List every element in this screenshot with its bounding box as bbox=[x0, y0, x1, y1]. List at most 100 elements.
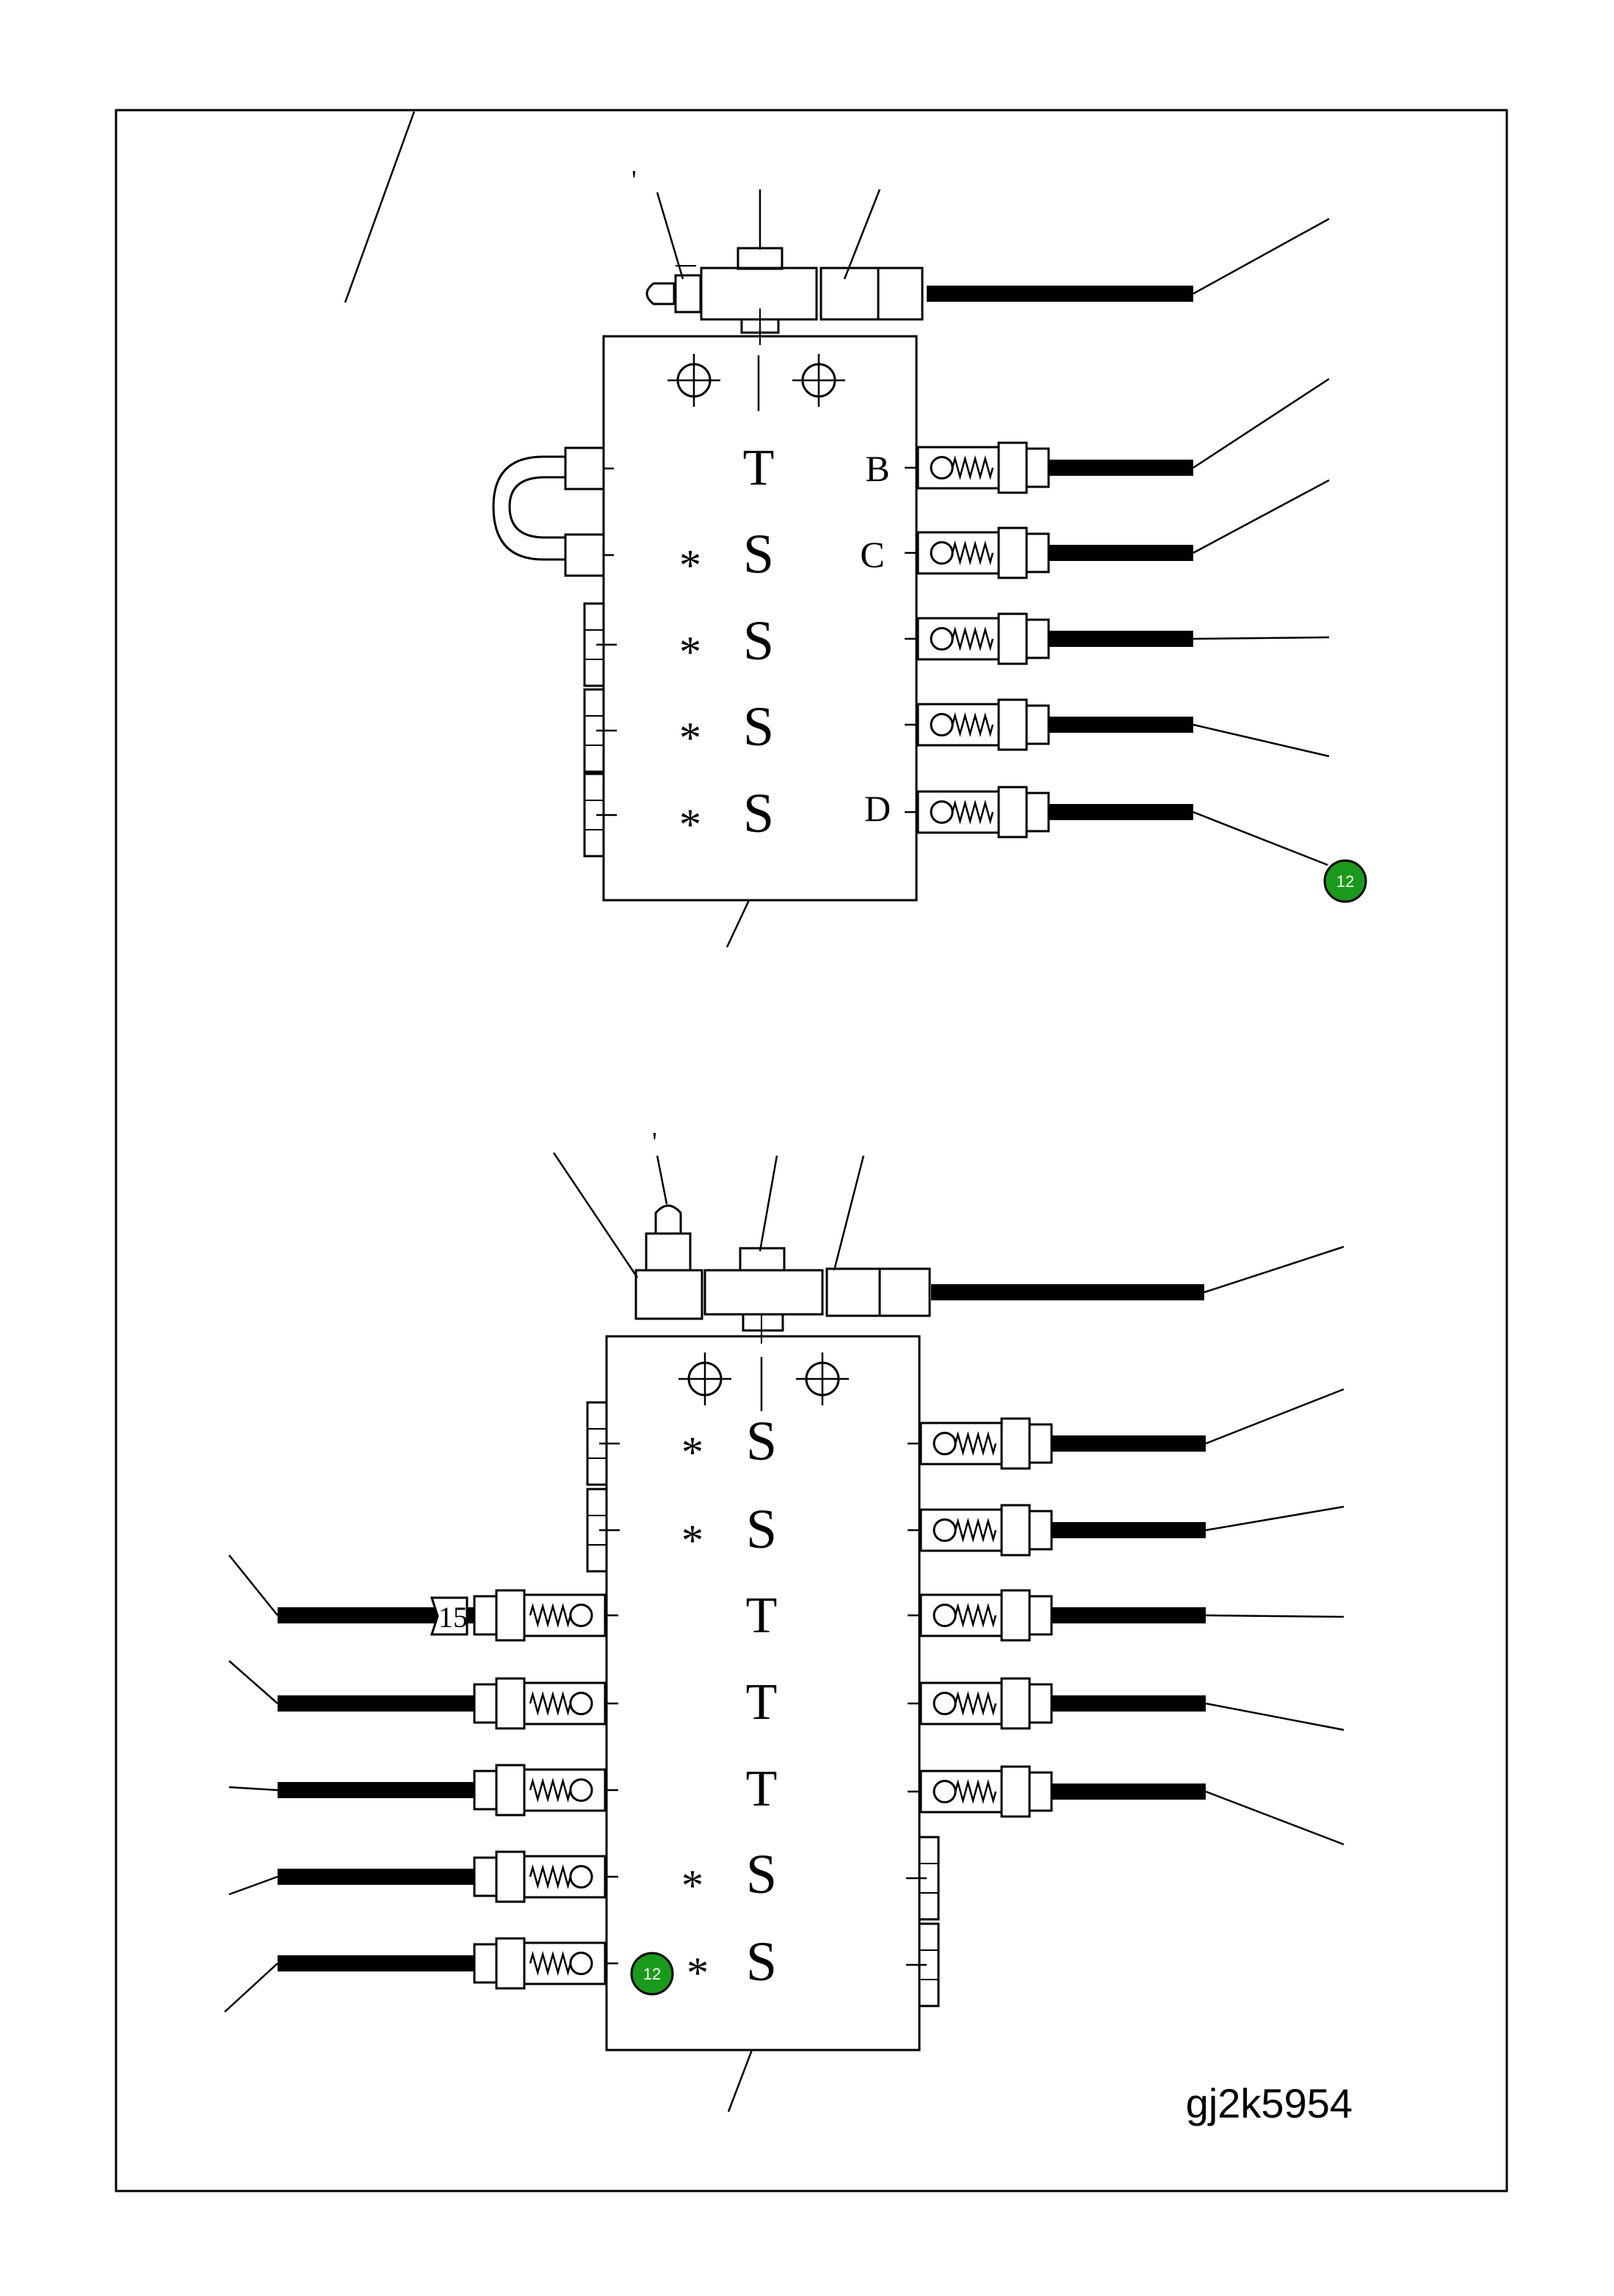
fitting-nut bbox=[495, 1937, 526, 1990]
spring-coil bbox=[951, 712, 994, 737]
check-valve-symbol bbox=[905, 617, 1000, 661]
part-tag-15: 15 bbox=[430, 1596, 468, 1636]
check-valve-symbol bbox=[523, 1593, 618, 1637]
fitting-nut bbox=[1000, 1677, 1031, 1730]
outlet-right bbox=[908, 1388, 1345, 1470]
leader-line bbox=[1193, 377, 1330, 469]
check-valve-symbol bbox=[523, 1941, 618, 1985]
port-label-s: S bbox=[746, 1844, 777, 1905]
mount-hole bbox=[678, 1352, 731, 1405]
fitting-nut bbox=[1025, 792, 1050, 833]
leader-line bbox=[725, 899, 750, 948]
outlet-right bbox=[908, 1504, 1345, 1557]
outlet-left bbox=[228, 1764, 618, 1817]
tee-stem bbox=[742, 1313, 784, 1332]
spring-coil bbox=[951, 540, 994, 565]
leader-line bbox=[1205, 1614, 1345, 1618]
outlet-right bbox=[905, 786, 1328, 866]
leader-line bbox=[224, 1963, 278, 2013]
fitting-nut bbox=[1000, 1589, 1031, 1642]
leader-line bbox=[228, 1786, 278, 1792]
port-label-s: S bbox=[743, 610, 774, 672]
drawing-frame bbox=[115, 109, 1508, 2192]
outlet-right bbox=[905, 612, 1330, 665]
fitting-nut bbox=[997, 786, 1028, 839]
outlet-right bbox=[908, 1765, 1345, 1846]
asterisk-mark: * bbox=[679, 541, 701, 590]
leader-line bbox=[1193, 479, 1330, 554]
fitting-nut bbox=[1028, 1683, 1053, 1724]
hose-fitting-nut bbox=[878, 1267, 931, 1317]
port-plug bbox=[583, 602, 617, 687]
fitting-nut bbox=[495, 1764, 526, 1817]
port-plug bbox=[906, 1836, 940, 1921]
check-ball bbox=[933, 1603, 957, 1628]
tick-mark-top: ' bbox=[632, 165, 637, 196]
port-plug bbox=[906, 1922, 940, 2007]
fitting-nut bbox=[473, 1856, 498, 1897]
grease-nipple-body bbox=[674, 274, 702, 314]
check-ball bbox=[569, 1691, 593, 1716]
fitting-nut bbox=[1028, 1423, 1053, 1464]
spring-coil bbox=[954, 1431, 997, 1456]
leader-line bbox=[843, 189, 881, 280]
check-ball bbox=[930, 800, 954, 825]
port-label-c: C bbox=[860, 534, 884, 575]
callout-circle bbox=[630, 1952, 674, 1996]
outlet-right bbox=[908, 1677, 1345, 1731]
leader-line bbox=[552, 1152, 639, 1278]
outlet-left bbox=[228, 1660, 618, 1730]
fitting-nut bbox=[473, 1595, 498, 1636]
port-label-d: D bbox=[864, 788, 891, 829]
port-plug bbox=[586, 1401, 620, 1486]
spring-coil bbox=[951, 626, 994, 651]
grease-nipple-tip bbox=[654, 1204, 682, 1235]
check-valve-symbol bbox=[523, 1855, 618, 1899]
spring-coil bbox=[954, 1603, 997, 1628]
port-label-b: B bbox=[865, 448, 889, 489]
fitting-nut bbox=[997, 698, 1028, 751]
leader-line bbox=[1205, 1790, 1345, 1846]
spring-coil bbox=[951, 455, 994, 480]
fitting-nut bbox=[495, 1850, 526, 1903]
tee-cap bbox=[739, 1247, 786, 1272]
port-label-t: T bbox=[746, 1674, 778, 1731]
check-ball bbox=[933, 1518, 957, 1543]
callout-label: 12 bbox=[643, 1965, 661, 1983]
port-plug bbox=[583, 772, 617, 858]
fitting-nut bbox=[1028, 1771, 1053, 1812]
spring-coil bbox=[529, 1951, 572, 1976]
tee-cap bbox=[737, 247, 784, 270]
fitting-nut bbox=[473, 1943, 498, 1984]
callout-badge: 12 bbox=[1323, 859, 1367, 903]
leader-line bbox=[228, 1875, 278, 1896]
check-ball bbox=[569, 1951, 593, 1976]
check-valve-symbol bbox=[905, 790, 1000, 834]
callout-circle bbox=[1323, 859, 1367, 903]
outlet-right bbox=[905, 698, 1330, 758]
asterisk-mark: * bbox=[681, 1428, 703, 1477]
check-ball bbox=[569, 1603, 593, 1628]
check-valve-symbol bbox=[905, 446, 1000, 490]
leader-line bbox=[1205, 1702, 1345, 1731]
check-ball bbox=[933, 1691, 957, 1716]
fitting-nut bbox=[1025, 704, 1050, 745]
drawing-reference: gj2k5954 bbox=[1186, 2080, 1353, 2126]
leader-line bbox=[656, 192, 684, 280]
fitting-nut bbox=[473, 1770, 498, 1811]
tag-outline bbox=[430, 1596, 468, 1636]
fitting-nut bbox=[564, 446, 605, 490]
check-valve-symbol bbox=[905, 703, 1000, 747]
check-ball bbox=[930, 712, 954, 737]
fitting-nut bbox=[495, 1677, 526, 1730]
leader-line bbox=[759, 1155, 778, 1252]
fitting-nut bbox=[495, 1589, 526, 1642]
port-plug bbox=[583, 688, 617, 773]
text-labels: ' T B C D S S S S * * * * ' S S T T T S … bbox=[632, 165, 1353, 2126]
check-ball bbox=[569, 1778, 593, 1803]
callout-label: 12 bbox=[1336, 872, 1354, 891]
check-valve-symbol bbox=[523, 1768, 618, 1812]
check-ball bbox=[569, 1864, 593, 1889]
fitting-nut bbox=[1028, 1510, 1053, 1551]
